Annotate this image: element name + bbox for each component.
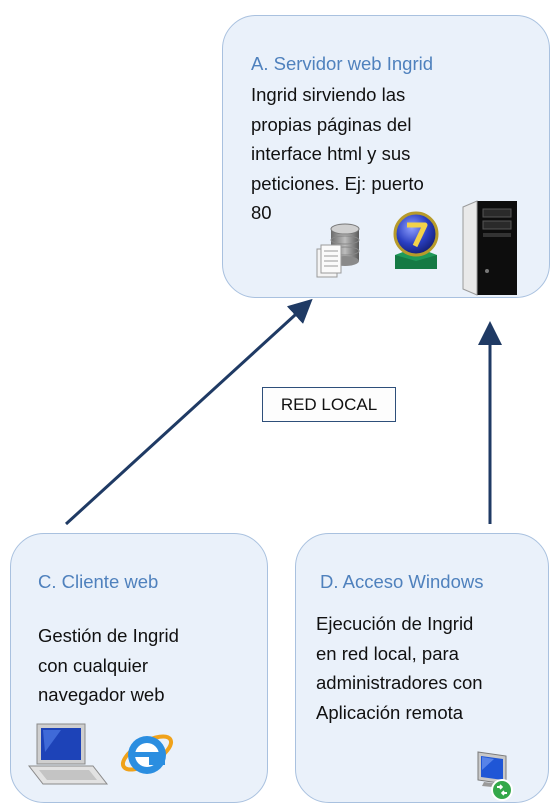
web-client-node: C. Cliente web Gestión de Ingrid con cua… — [10, 533, 268, 803]
network-label: RED LOCAL — [262, 387, 396, 422]
database-icon — [316, 223, 360, 278]
server-node: A. Servidor web Ingrid Ingrid sirviendo … — [222, 15, 550, 298]
server-node-description: Ingrid sirviendo las propias páginas del… — [251, 84, 424, 223]
version-7-logo-icon — [393, 211, 439, 269]
laptop-icon — [27, 723, 109, 785]
remote-desktop-icon — [477, 751, 513, 801]
windows-access-node: D. Acceso Windows Ejecución de Ingrid en… — [295, 533, 549, 803]
server-node-title: A. Servidor web Ingrid — [251, 53, 434, 74]
arrow-client-to-server — [64, 298, 313, 526]
web-client-node-title: C. Cliente web — [38, 571, 159, 592]
windows-access-node-description: Ejecución de Ingrid en red local, para a… — [316, 613, 483, 723]
windows-access-node-title: D. Acceso Windows — [320, 571, 484, 592]
server-tower-icon — [462, 200, 517, 296]
web-client-node-description: Gestión de Ingrid con cualquier navegado… — [38, 625, 179, 705]
internet-explorer-icon — [120, 734, 174, 774]
